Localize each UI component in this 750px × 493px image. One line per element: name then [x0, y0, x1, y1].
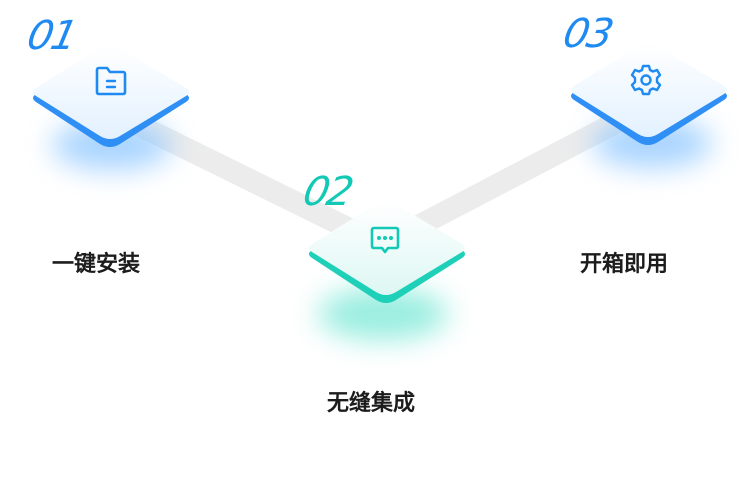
folder-icon [95, 66, 127, 96]
step-1-label: 一键安装 [52, 252, 141, 277]
step-2-number: 02 [299, 169, 356, 215]
chat-bubble-icon [370, 226, 400, 254]
step-1-tile [33, 45, 189, 147]
step-3-number: 03 [559, 11, 616, 57]
step-3-label: 开箱即用 [580, 252, 669, 277]
gear-icon [630, 64, 662, 96]
step-1-number: 01 [23, 13, 80, 59]
step-2-label: 无缝集成 [327, 391, 416, 416]
